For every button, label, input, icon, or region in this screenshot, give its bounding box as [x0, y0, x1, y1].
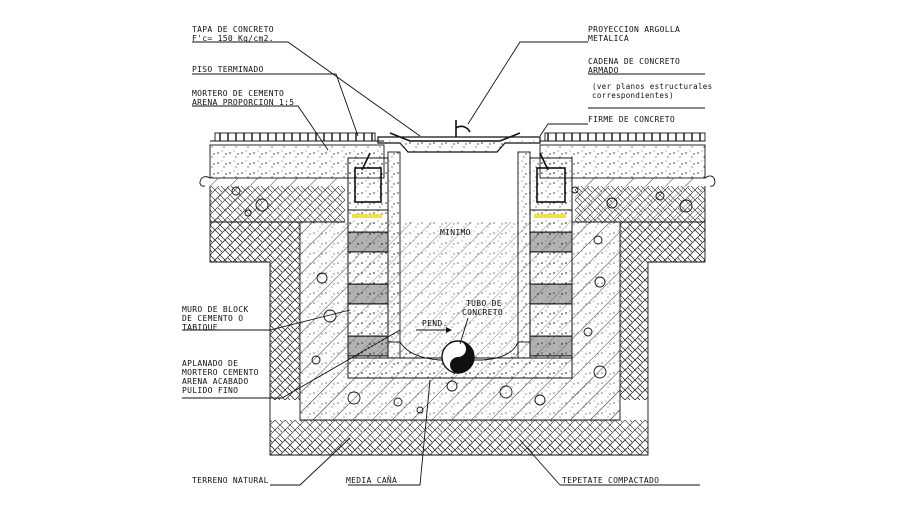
label-proyeccion-1: PROYECCION ARGOLLA — [588, 25, 680, 34]
label-tubo-1: TUBO DE — [466, 299, 502, 308]
label-tapa-1: TAPA DE CONCRETO — [192, 25, 274, 34]
label-aplanado-2: MORTERO CEMENTO — [182, 368, 259, 377]
label-firme: FIRME DE CONCRETO — [588, 115, 675, 124]
label-aplanado-4: PULIDO FINO — [182, 386, 238, 395]
leader-lines — [182, 41, 705, 486]
piso-terminado — [210, 132, 706, 142]
label-aplanado-1: APLANADO DE — [182, 359, 238, 368]
label-proyeccion-2: METALICA — [588, 34, 629, 43]
label-tapa-2: F'c= 150 Kg/cm2. — [192, 34, 274, 43]
annotation-labels: TAPA DE CONCRETO F'c= 150 Kg/cm2. PISO T… — [182, 25, 712, 485]
pend-arrow — [416, 327, 452, 333]
label-tubo-2: CONCRETO — [462, 308, 503, 317]
label-cadena-1: CADENA DE CONCRETO — [588, 57, 680, 66]
label-ver-2: correspondientes) — [592, 91, 674, 100]
label-minimo: MINIMO — [440, 228, 471, 237]
label-cadena-2: ARMADO — [588, 66, 619, 75]
tubo-de-concreto — [441, 340, 475, 374]
label-pend: PEND. — [422, 319, 448, 328]
label-piso: PISO TERMINADO — [192, 65, 264, 74]
excavation-outline — [209, 186, 706, 456]
label-aplanado-3: ARENA ACABADO — [182, 377, 249, 386]
label-media: MEDIA CAÑA — [346, 475, 397, 485]
label-muro-1: MURO DE BLOCK — [182, 305, 249, 314]
label-muro-3: TABIQUE — [182, 323, 218, 332]
label-terreno: TERRENO NATURAL — [192, 476, 269, 485]
label-mortero-2: ARENA PROPORCION 1:5 — [192, 98, 294, 107]
label-muro-2: DE CEMENTO O — [182, 314, 243, 323]
label-mortero-1: MORTERO DE CEMENTO — [192, 89, 284, 98]
label-ver-1: (ver planos estructurales — [592, 82, 712, 91]
tapa-de-concreto — [377, 120, 541, 153]
label-tepetate: TEPETATE COMPACTADO — [562, 476, 659, 485]
